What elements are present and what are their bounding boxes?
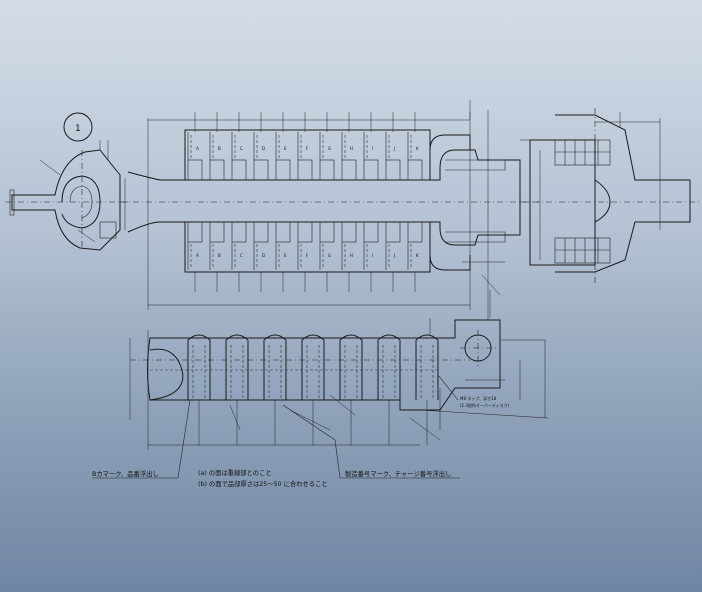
upper-fin-bottom [385, 221, 401, 243]
elevation-view [129, 290, 549, 450]
upper-fin-bottom [275, 221, 291, 243]
fin-letter-top: B [218, 146, 221, 151]
lower-fin [225, 334, 249, 400]
upper-fin-top [319, 159, 335, 181]
fin-letter-top: H [350, 146, 353, 151]
lower-fin [301, 334, 325, 400]
fin-letter-bottom: K [416, 253, 419, 258]
fin-letter-bottom: E [284, 253, 287, 258]
lower-fin [263, 334, 287, 400]
upper-fin-top [209, 159, 225, 181]
upper-fin-top [407, 159, 423, 181]
end-view-1: 1 [5, 112, 130, 251]
upper-fin-top [275, 159, 291, 181]
fin-letter-top: I [372, 146, 373, 151]
upper-fin-top [231, 159, 247, 181]
tap-note-1: M8 タップ、深さ18 [460, 395, 497, 401]
fin-letter-bottom: G [328, 253, 331, 258]
fin-letter-bottom: C [240, 253, 243, 258]
view-number-label: 1 [75, 124, 81, 134]
upper-fin-bottom [187, 221, 203, 243]
fin-letter-bottom: J [393, 253, 395, 258]
fin-letter-top: K [416, 146, 419, 151]
upper-fin-top [363, 159, 379, 181]
fin-letter-bottom: H [350, 253, 353, 258]
upper-fin-bottom [297, 221, 313, 243]
plan-view: A A B B C C D D E E F F G G H H I I J J K K [120, 100, 540, 320]
lower-fin [339, 334, 363, 400]
fin-letter-top: C [240, 146, 243, 151]
note-left-callout: Bカマーク、品番浮出し [92, 469, 159, 478]
view-number-balloon [63, 112, 93, 142]
fin-letter-bottom: F [306, 253, 309, 258]
upper-fin-bottom [253, 221, 269, 243]
upper-fin-top [385, 159, 401, 181]
fin-letter-bottom: D [262, 253, 265, 258]
lower-fin [377, 334, 401, 400]
upper-fin-bottom [407, 221, 423, 243]
fin-letter-top: E [284, 146, 287, 151]
fin-letter-bottom: I [372, 253, 373, 258]
lower-fin [415, 334, 439, 400]
upper-fin-bottom [231, 221, 247, 243]
upper-fin-top [253, 159, 269, 181]
tap-note-2: (2.3個所オーバーディスク) [460, 402, 510, 408]
upper-fin-bottom [363, 221, 379, 243]
fin-letter-top: G [328, 146, 331, 151]
upper-fin-bottom [209, 221, 225, 243]
upper-fin-top [187, 159, 203, 181]
upper-fin-top [297, 159, 313, 181]
fin-letter-bottom: A [196, 253, 199, 258]
notes: Bカマーク、品番浮出し (a) の面は重線部とのこと (b) の面で品部厚さは2… [92, 374, 510, 488]
fin-letter-top: D [262, 146, 265, 151]
note-b: (b) の面で品部厚さは25～50 に合わせること [198, 479, 328, 488]
upper-fin-bottom [319, 221, 335, 243]
note-a: (a) の面は重線部とのこと [198, 468, 272, 477]
upper-fin-bottom [341, 221, 357, 243]
note-right-callout: 製造番号マーク、チャージ番号浮出し [345, 469, 451, 478]
lower-fin [187, 334, 211, 400]
side-view [520, 108, 700, 285]
upper-fin-top [341, 159, 357, 181]
fin-letter-bottom: B [218, 253, 221, 258]
fin-letter-top: A [196, 146, 199, 151]
fin-letter-top: J [393, 146, 395, 151]
fin-letter-top: F [306, 146, 309, 151]
